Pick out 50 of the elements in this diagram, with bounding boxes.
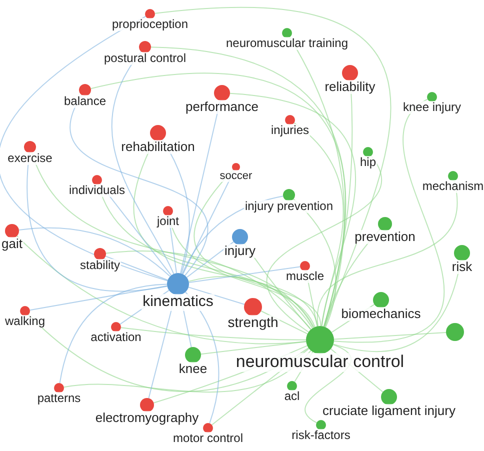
link-line (188, 266, 300, 283)
node-label: patterns (36, 392, 82, 406)
link-line (294, 352, 314, 382)
link-line (334, 332, 446, 340)
node-label: risk-factors (290, 429, 352, 442)
node-label: hip (359, 156, 377, 170)
node-label: muscle (285, 270, 325, 284)
node-label: cruciate ligament injury (322, 404, 456, 418)
node-label: walking (4, 315, 46, 328)
node-label: gait (0, 237, 24, 252)
node-label: prevention (354, 230, 416, 244)
node-label: balance (62, 95, 108, 108)
node-label: soccer (218, 170, 254, 182)
node-label: activation (90, 331, 142, 344)
node-label: individuals (68, 184, 126, 198)
link-line (334, 98, 444, 342)
link-line (90, 73, 346, 328)
node-label: knee (178, 362, 208, 376)
node-label: neuromuscular control (234, 353, 406, 372)
link-line (230, 92, 356, 327)
node-label: acl (283, 390, 301, 404)
node-label: injuries (270, 124, 310, 138)
node-label: exercise (6, 152, 54, 166)
node-label: performance (184, 100, 260, 114)
node-label: injury prevention (244, 200, 334, 214)
link-line (154, 6, 391, 328)
link-line (106, 250, 312, 330)
link-line (200, 341, 307, 355)
node-label: proprioception (110, 18, 190, 32)
node-label: strength (226, 315, 280, 330)
node-label: kinematics (142, 294, 214, 310)
node-label: motor control (172, 432, 244, 446)
link-line (188, 276, 313, 329)
node-label: postural control (102, 52, 188, 66)
node-label: electromyography (94, 411, 200, 426)
link-line (120, 327, 306, 340)
node-label: injury (223, 244, 257, 258)
link-line (29, 285, 168, 311)
node-label: neuromuscular training (224, 37, 350, 50)
link-line (16, 236, 307, 344)
link-line (59, 284, 168, 384)
node-label: knee injury (402, 101, 462, 114)
node-label: stability (79, 259, 121, 272)
node-label: biomechanics (340, 307, 422, 322)
node-label: joint (156, 215, 180, 228)
node-label: rehabilitation (120, 140, 196, 154)
node-label: mechanism (421, 180, 484, 194)
link-line (18, 227, 170, 277)
node-label: risk (450, 260, 474, 274)
node-label: reliability (324, 80, 376, 94)
